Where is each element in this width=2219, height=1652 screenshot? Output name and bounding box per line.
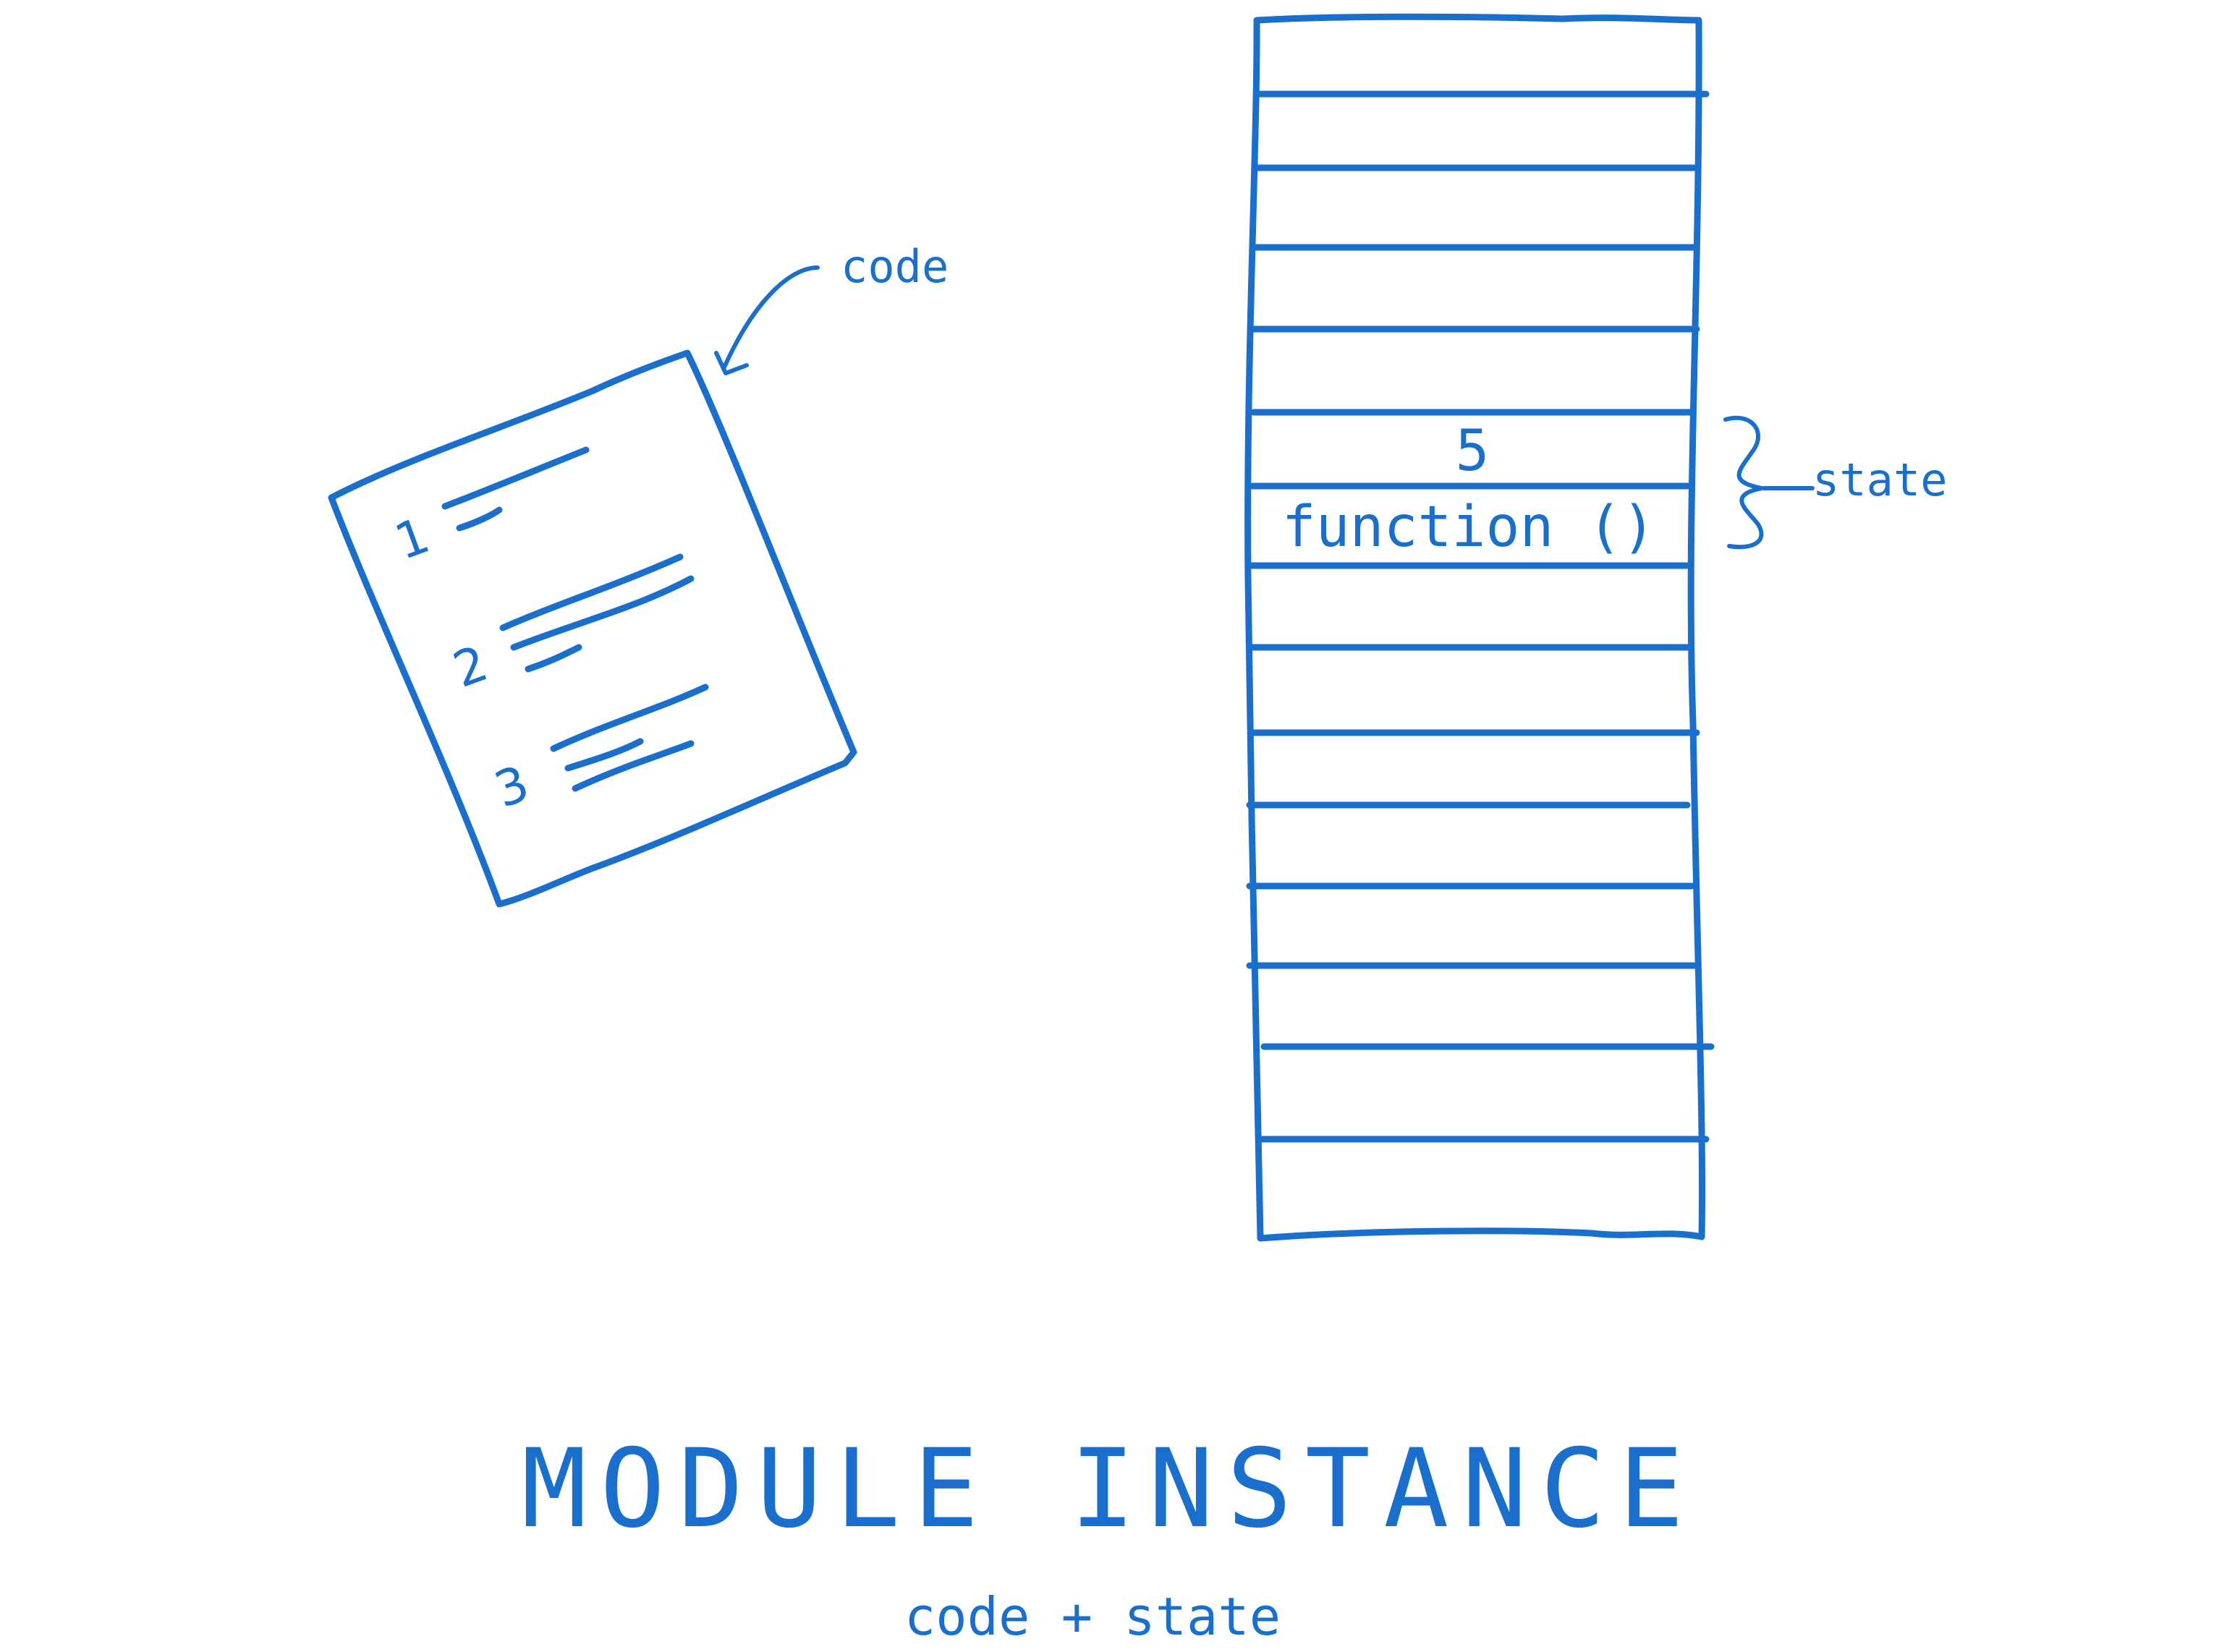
- doc-line-2-text-2: [510, 575, 695, 651]
- doc-line-3-text-3: [572, 740, 695, 792]
- caption: MODULE INSTANCE code + state: [522, 1426, 1697, 1647]
- code-document: 1 2 3: [328, 349, 857, 908]
- doc-line-number-1: 1: [388, 507, 437, 571]
- document-outline: [328, 349, 857, 908]
- code-arrow-shaft: [721, 265, 820, 371]
- state-label: state: [1812, 454, 1948, 506]
- code-arrow-head: [714, 351, 749, 375]
- code-annotation: code: [714, 240, 949, 375]
- diagram-subtitle: code + state: [904, 1586, 1281, 1647]
- doc-line-1-text-2: [456, 506, 503, 532]
- code-label: code: [841, 240, 949, 293]
- doc-line-1-text: [441, 446, 590, 510]
- doc-line-3-text-2: [564, 738, 644, 772]
- doc-line-number-2: 2: [446, 635, 496, 699]
- doc-line-3-text: [550, 684, 709, 752]
- diagram-title: MODULE INSTANCE: [522, 1426, 1697, 1552]
- state-annotation: state: [1723, 415, 1948, 550]
- memory-cell-value: 5: [1456, 419, 1490, 484]
- memory-column: 5 function (): [1244, 13, 1715, 1242]
- doc-line-2-text: [499, 553, 684, 631]
- doc-line-number-3: 3: [488, 755, 537, 819]
- memory-column-outline: [1244, 13, 1706, 1242]
- memory-cell-function: function (): [1282, 495, 1656, 560]
- doc-line-2-text-3: [525, 644, 582, 673]
- state-brace: [1723, 415, 1764, 550]
